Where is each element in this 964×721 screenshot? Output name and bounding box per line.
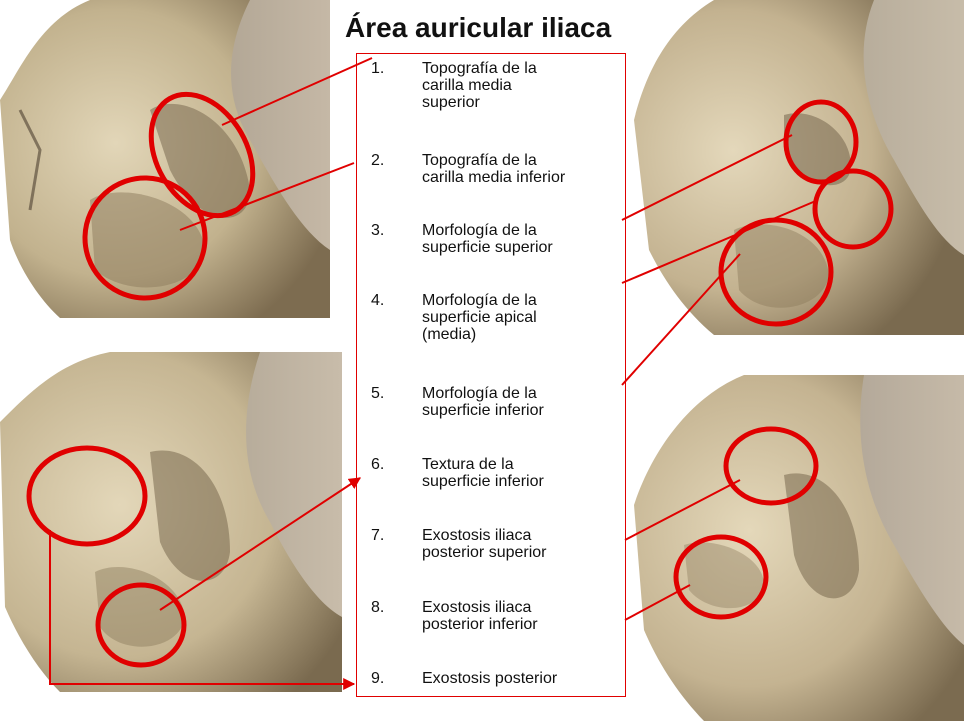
- item-number: 1.: [371, 60, 401, 77]
- item-text: Exostosis iliaca posterior inferior: [422, 599, 622, 633]
- item-number: 6.: [371, 456, 401, 473]
- item-number: 9.: [371, 670, 401, 687]
- item-text: Exostosis posterior: [422, 670, 622, 687]
- item-text: Topografía de la carilla media inferior: [422, 152, 622, 186]
- item-text: Textura de la superficie inferior: [422, 456, 622, 490]
- item-text: Exostosis iliaca posterior superior: [422, 527, 622, 561]
- feature-list-box: 1. Topografía de la carilla media superi…: [356, 53, 626, 697]
- bone-photo-bottom-right: [634, 375, 964, 721]
- item-number: 8.: [371, 599, 401, 616]
- bone-photo-top-right: [634, 0, 964, 335]
- item-text: Morfología de la superficie apical (medi…: [422, 292, 622, 343]
- item-number: 7.: [371, 527, 401, 544]
- diagram-title: Área auricular iliaca: [345, 12, 665, 44]
- item-number: 3.: [371, 222, 401, 239]
- item-number: 4.: [371, 292, 401, 309]
- bone-photo-top-left: [0, 0, 330, 318]
- item-text: Morfología de la superficie inferior: [422, 385, 622, 419]
- item-number: 5.: [371, 385, 401, 402]
- item-text: Topografía de la carilla media superior: [422, 60, 622, 111]
- item-number: 2.: [371, 152, 401, 169]
- item-text: Morfología de la superficie superior: [422, 222, 622, 256]
- bone-photo-bottom-left: [0, 352, 342, 692]
